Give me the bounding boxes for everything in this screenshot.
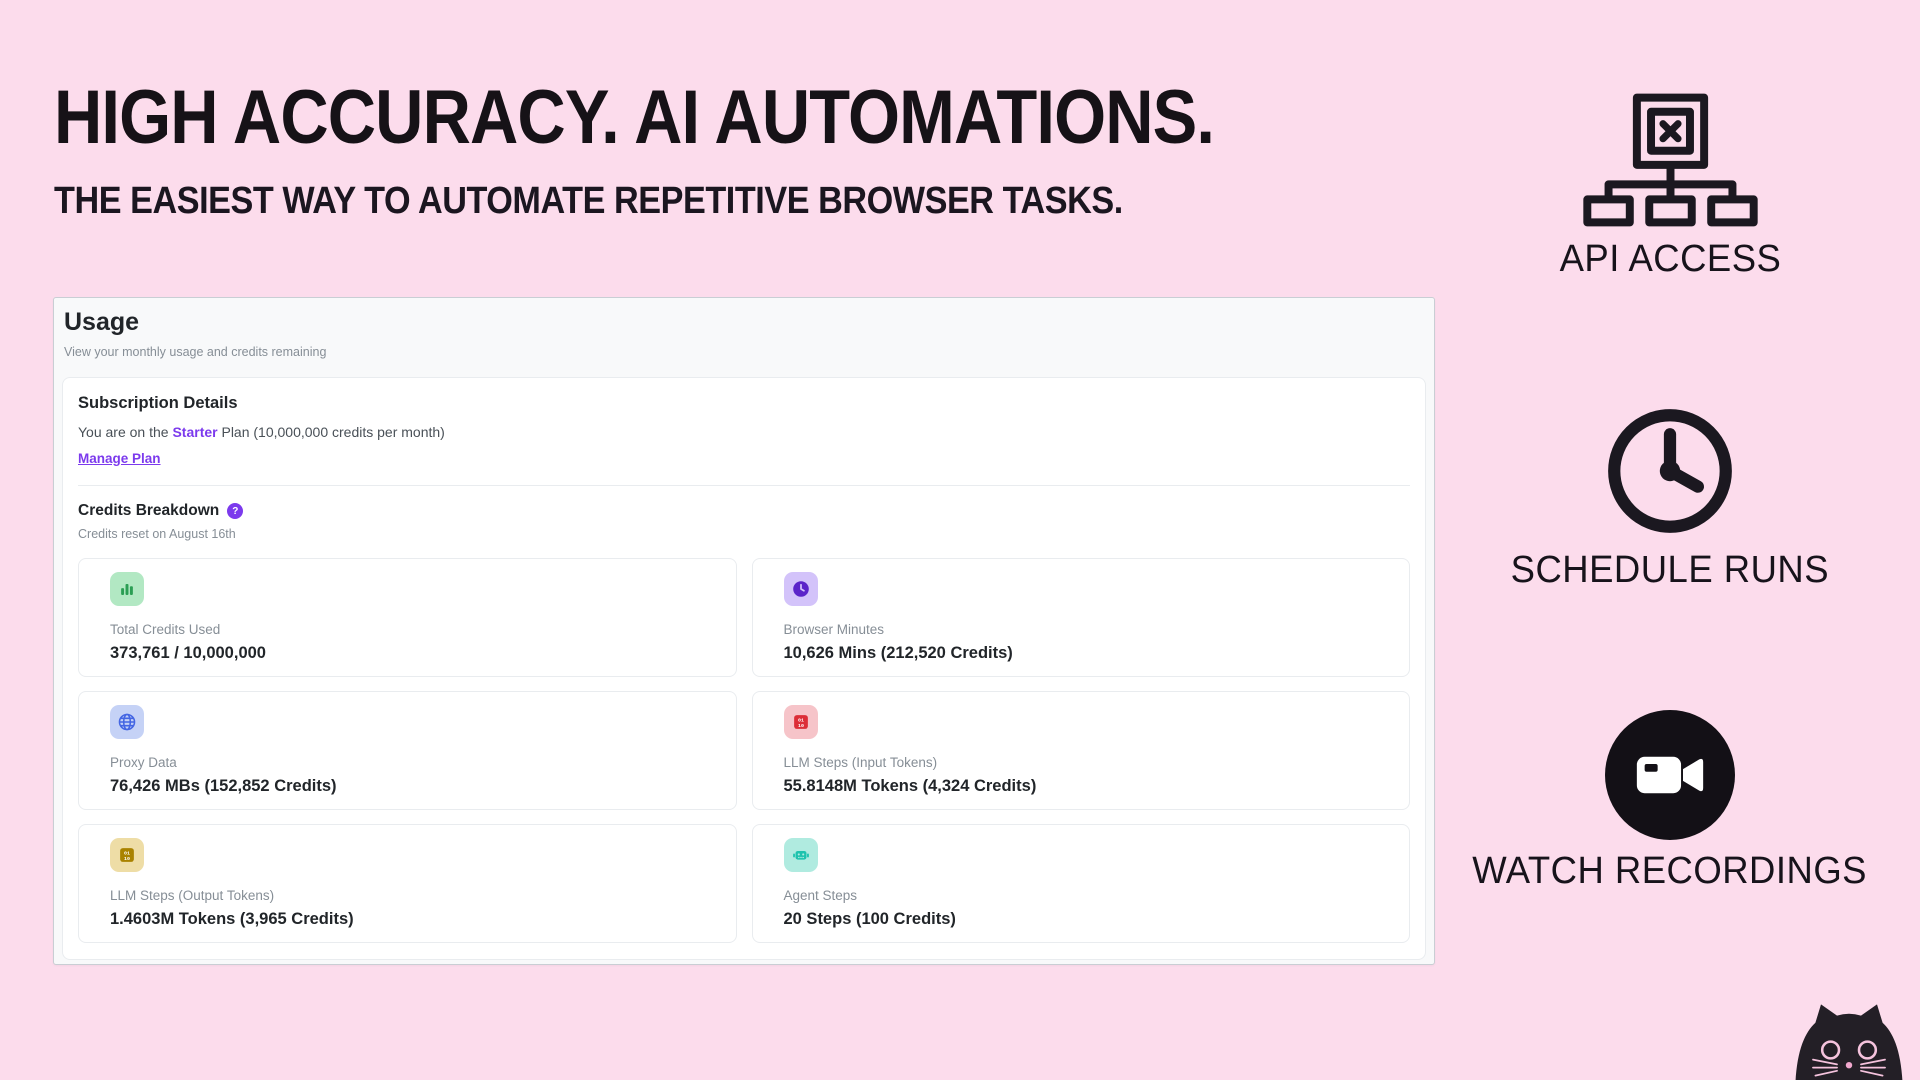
- plan-name: Starter: [172, 424, 218, 440]
- api-hierarchy-icon: [1582, 93, 1758, 227]
- usage-card: Usage View your monthly usage and credit…: [53, 297, 1435, 965]
- stat-card-agent-steps: Agent Steps 20 Steps (100 Credits): [751, 824, 1410, 943]
- stat-label: Proxy Data: [110, 755, 177, 770]
- feature-column: API ACCESS SCHEDULE RUNS WATCH RECORDING…: [1447, 0, 1893, 1080]
- stat-card-llm-output: 01 10 LLM Steps (Output Tokens) 1.4603M …: [78, 824, 737, 943]
- clock-icon: [783, 572, 818, 606]
- stats-grid: Total Credits Used 373,761 / 10,000,000 …: [78, 558, 1410, 943]
- feature-schedule-runs: SCHEDULE RUNS: [1447, 403, 1893, 592]
- svg-text:01: 01: [124, 850, 130, 856]
- svg-text:10: 10: [798, 723, 804, 729]
- usage-subtitle: View your monthly usage and credits rema…: [64, 345, 327, 359]
- manage-plan-link[interactable]: Manage Plan: [78, 451, 161, 466]
- page-title: HIGH ACCURACY. AI AUTOMATIONS.: [54, 75, 1215, 160]
- feature-label-schedule-runs: SCHEDULE RUNS: [1510, 549, 1830, 591]
- video-camera-icon: [1605, 710, 1735, 840]
- bar-chart-icon: [110, 572, 144, 606]
- stat-value: 55.8148M Tokens (4,324 Credits): [783, 777, 1037, 795]
- plan-suffix: Plan (10,000,000 credits per month): [217, 424, 445, 440]
- stat-card-llm-input: 01 10 LLM Steps (Input Tokens) 55.8148M …: [751, 691, 1410, 810]
- stat-value: 10,626 Mins (212,520 Credits): [783, 644, 1013, 662]
- plan-prefix: You are on the: [78, 424, 173, 440]
- black-cat-mascot: [1795, 1004, 1903, 1080]
- stat-label: LLM Steps (Output Tokens): [110, 888, 275, 903]
- usage-inner-panel: Subscription Details You are on the Star…: [62, 377, 1426, 960]
- stat-value: 76,426 MBs (152,852 Credits): [110, 777, 337, 795]
- divider: [78, 485, 1410, 486]
- credits-reset-text: Credits reset on August 16th: [78, 527, 236, 541]
- stat-label: Agent Steps: [783, 888, 858, 903]
- hero-section: HIGH ACCURACY. AI AUTOMATIONS. THE EASIE…: [54, 78, 1454, 222]
- page-subtitle: THE EASIEST WAY TO AUTOMATE REPETITIVE B…: [54, 179, 1123, 222]
- subscription-details-heading: Subscription Details: [78, 394, 238, 412]
- feature-label-watch-recordings: WATCH RECORDINGS: [1472, 850, 1868, 892]
- help-icon[interactable]: ?: [227, 503, 244, 519]
- binary-icon: 01 10: [110, 838, 144, 872]
- binary-icon: 01 10: [783, 705, 818, 739]
- svg-text:01: 01: [798, 717, 804, 723]
- stat-value: 373,761 / 10,000,000: [110, 644, 266, 662]
- stat-card-browser-minutes: Browser Minutes 10,626 Mins (212,520 Cre…: [751, 558, 1410, 677]
- stat-label: Browser Minutes: [783, 622, 885, 637]
- globe-icon: [110, 705, 144, 739]
- usage-title: Usage: [64, 308, 140, 336]
- stat-value: 20 Steps (100 Credits): [783, 910, 956, 928]
- feature-label-api-access: API ACCESS: [1559, 238, 1781, 280]
- stat-label: Total Credits Used: [110, 622, 221, 637]
- feature-watch-recordings: WATCH RECORDINGS: [1447, 710, 1893, 893]
- svg-text:10: 10: [124, 856, 130, 862]
- feature-api-access: API ACCESS: [1447, 92, 1893, 281]
- credits-breakdown-heading: Credits Breakdown: [78, 502, 220, 519]
- plan-line: You are on the Starter Plan (10,000,000 …: [78, 424, 1410, 440]
- stat-value: 1.4603M Tokens (3,965 Credits): [110, 910, 354, 928]
- stat-card-total-credits: Total Credits Used 373,761 / 10,000,000: [78, 558, 737, 677]
- stat-card-proxy-data: Proxy Data 76,426 MBs (152,852 Credits): [78, 691, 737, 810]
- stat-label: LLM Steps (Input Tokens): [783, 755, 938, 770]
- robot-icon: [783, 838, 818, 872]
- clock-outline-icon: [1608, 409, 1732, 533]
